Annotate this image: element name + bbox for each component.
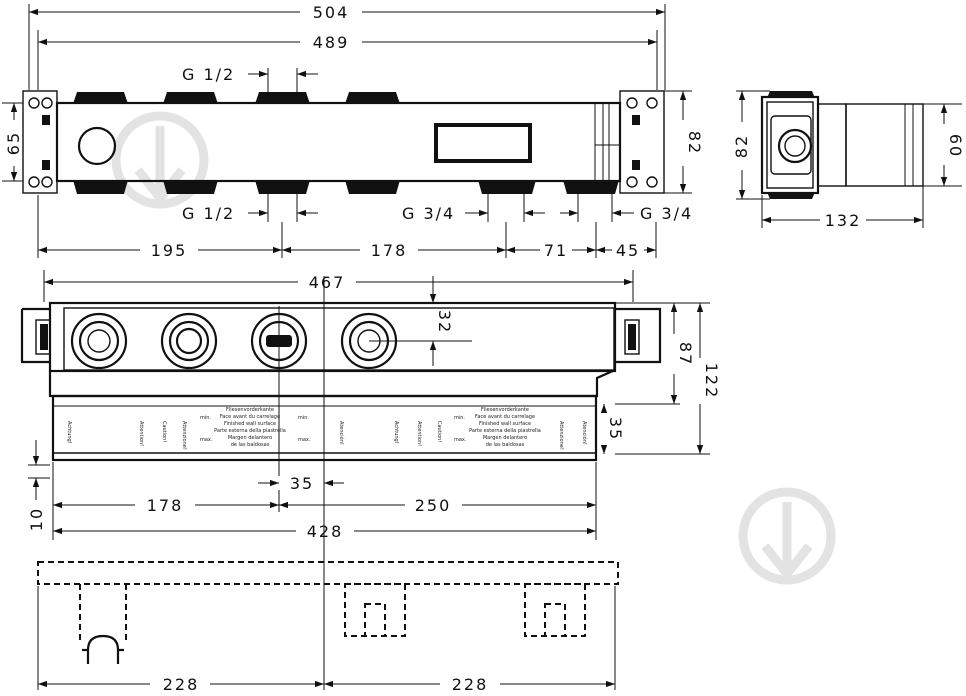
thread-outlet-left-label: G 3/4 — [402, 204, 455, 223]
plaster-r-line-5: Margen delantero — [483, 435, 527, 441]
front-dim-base: 428 — [307, 522, 344, 541]
plaster-line-4: Parte esterna della piastrella — [214, 428, 286, 434]
dim-total-outer: 504 — [313, 3, 350, 22]
plaster-min-2: min. — [298, 415, 309, 421]
front-dim-offset-top: 32 — [435, 310, 454, 334]
plaster-r-side-1: Achtung! — [393, 421, 399, 444]
dim-seg-2: 178 — [371, 241, 408, 260]
plaster-r-line-2: Face avant du carrelage — [475, 414, 535, 420]
plaster-r-min: min. — [454, 415, 465, 421]
bottom-view — [37, 561, 619, 690]
thread-bottom-label: G 1/2 — [182, 204, 235, 223]
plaster-guard-left: Fliesenvorderkante Face avant du carrela… — [66, 407, 345, 450]
front-dim-height-mid: 87 — [676, 342, 695, 366]
bottom-dim-right: 228 — [452, 675, 489, 694]
plaster-side-5: Atención! — [338, 421, 345, 445]
plaster-r-side-2: Attention! — [416, 421, 422, 446]
plaster-guard-right: Fliesenvorderkante Face avant du carrela… — [393, 407, 588, 450]
plaster-r-side-3: Caution! — [436, 421, 442, 442]
front-dim-plaster: 35 — [606, 417, 625, 441]
plaster-r-line-4: Parte esterna della piastrella — [469, 428, 541, 434]
plaster-side-2: Attention! — [138, 421, 144, 446]
bottom-dim-left: 228 — [163, 675, 200, 694]
front-dim-width: 467 — [309, 273, 346, 292]
plaster-side-3: Caution! — [161, 421, 167, 442]
thread-outlet-right-label: G 3/4 — [640, 204, 693, 223]
plaster-r-line-1: Fliesenvorderkante — [481, 407, 529, 413]
watermark-bottom — [738, 487, 836, 585]
dim-seg-4: 45 — [616, 241, 640, 260]
plaster-r-line-6: de las baldosas — [486, 442, 525, 448]
side-dim-depth: 60 — [946, 134, 965, 158]
plaster-line-2: Face avant du carrelage — [220, 414, 280, 420]
plaster-r-line-3: Finished wall surface — [479, 421, 531, 427]
dim-seg-3: 71 — [544, 241, 568, 260]
dim-height-right: 82 — [685, 131, 704, 155]
plaster-line-3: Finished wall surface — [224, 421, 276, 427]
dim-height-left: 65 — [4, 131, 23, 155]
plaster-side-4: Attenzione! — [181, 421, 187, 450]
side-view — [736, 90, 962, 228]
front-dim-height-total: 122 — [702, 363, 721, 400]
plaster-min: min. — [200, 415, 211, 421]
side-dim-height: 82 — [732, 134, 751, 158]
plaster-side-1: Achtung! — [66, 421, 72, 444]
top-view — [2, 4, 692, 258]
front-dim-gap: 35 — [290, 474, 314, 493]
plaster-r-side-4: Attenzione! — [558, 421, 564, 450]
front-dim-bottom: 10 — [27, 507, 46, 531]
front-view — [20, 270, 710, 690]
plaster-r-max: max. — [454, 437, 467, 443]
side-dim-length: 132 — [825, 211, 862, 230]
plaster-max: max. — [200, 437, 213, 443]
thread-top-label: G 1/2 — [182, 65, 235, 84]
plaster-max-2: max. — [298, 437, 311, 443]
plaster-r-side-5: Atención! — [581, 421, 588, 445]
front-dim-seg-left: 178 — [147, 496, 184, 515]
front-dim-seg-right: 250 — [415, 496, 452, 515]
watermark-top — [111, 111, 209, 209]
plaster-line-5: Margen delantero — [228, 435, 272, 441]
plaster-line-1: Fliesenvorderkante — [226, 407, 274, 413]
dim-total-inner: 489 — [313, 33, 350, 52]
dim-seg-1: 195 — [151, 241, 188, 260]
plaster-line-6: de las baldosas — [231, 442, 270, 448]
